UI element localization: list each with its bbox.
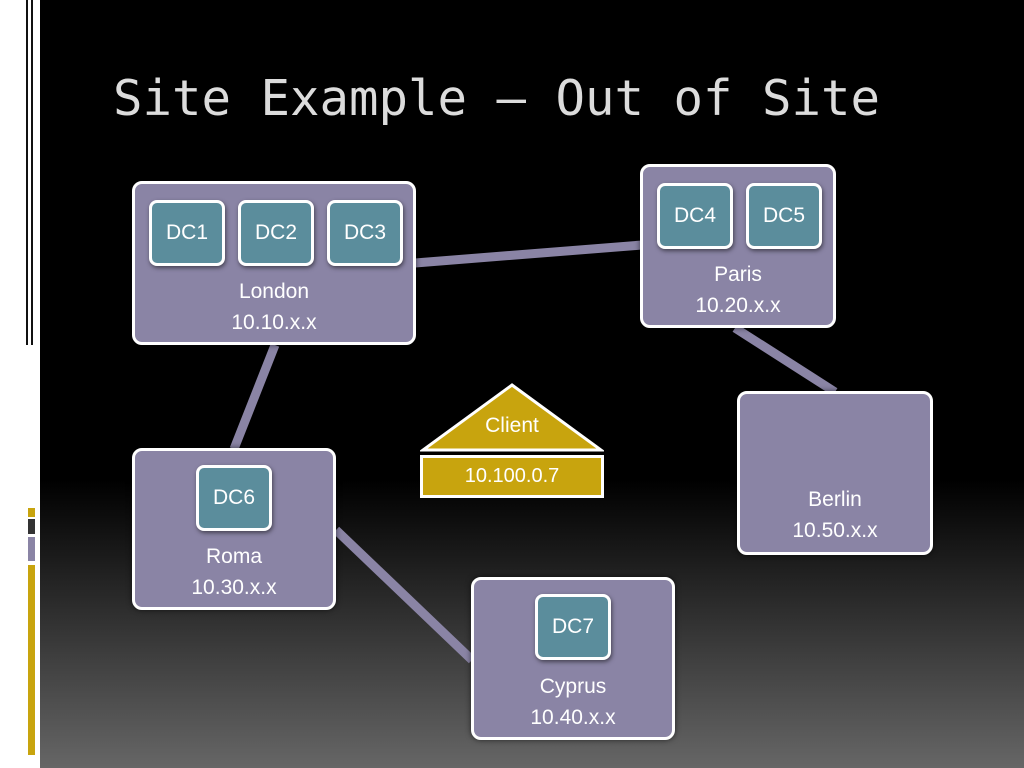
- site-subnet: 10.10.x.x: [231, 311, 317, 334]
- dc-box[interactable]: DC3: [327, 200, 403, 266]
- site-subnet: 10.30.x.x: [191, 576, 277, 599]
- link-london-roma: [229, 343, 280, 451]
- client-roof-shape: [420, 383, 604, 452]
- dc-label: DC1: [165, 221, 208, 244]
- client-ip: 10.100.0.7: [464, 465, 560, 487]
- site-name: London: [238, 280, 310, 303]
- site-london[interactable]: DC1 DC2 DC3 London 10.10.x.x: [132, 181, 416, 345]
- dc-label: DC2: [254, 221, 297, 244]
- dc-box[interactable]: DC6: [196, 465, 272, 531]
- site-roma[interactable]: DC6 Roma 10.30.x.x: [132, 448, 336, 610]
- decorative-strip-gold: [28, 508, 35, 517]
- client-label: Client: [485, 414, 539, 437]
- slide-title: Site Example – Out of Site: [113, 70, 881, 127]
- slide-left-bar: [0, 0, 40, 768]
- dc-box[interactable]: DC2: [238, 200, 314, 266]
- dc-label: DC6: [212, 486, 255, 509]
- site-paris[interactable]: DC4 DC5 Paris 10.20.x.x: [640, 164, 836, 328]
- dc-label: DC3: [343, 221, 386, 244]
- decorative-strip-gold-long: [28, 565, 35, 755]
- site-name: Paris: [714, 263, 762, 286]
- site-subnet: 10.40.x.x: [530, 706, 616, 729]
- dc-box[interactable]: DC5: [746, 183, 822, 249]
- site-cyprus[interactable]: DC7 Cyprus 10.40.x.x: [471, 577, 675, 740]
- link-paris-berlin: [732, 324, 838, 396]
- dc-box[interactable]: DC1: [149, 200, 225, 266]
- site-subnet: 10.20.x.x: [695, 294, 781, 317]
- dc-box[interactable]: DC7: [535, 594, 611, 660]
- site-name: Cyprus: [539, 675, 607, 698]
- decorative-strip-purple: [28, 537, 35, 561]
- link-london-paris: [414, 240, 643, 268]
- decorative-strip: [26, 0, 33, 345]
- dc-label: DC4: [673, 204, 716, 227]
- site-subnet: 10.50.x.x: [792, 519, 878, 542]
- site-berlin[interactable]: Berlin 10.50.x.x: [737, 391, 933, 555]
- site-name: Berlin: [808, 488, 862, 511]
- dc-box[interactable]: DC4: [657, 183, 733, 249]
- decorative-strip-dark: [28, 519, 35, 534]
- dc-label: DC7: [551, 615, 594, 638]
- client-ip-box[interactable]: 10.100.0.7: [420, 455, 604, 498]
- link-roma-cyprus: [332, 526, 476, 664]
- site-name: Roma: [205, 545, 263, 568]
- dc-label: DC5: [762, 204, 805, 227]
